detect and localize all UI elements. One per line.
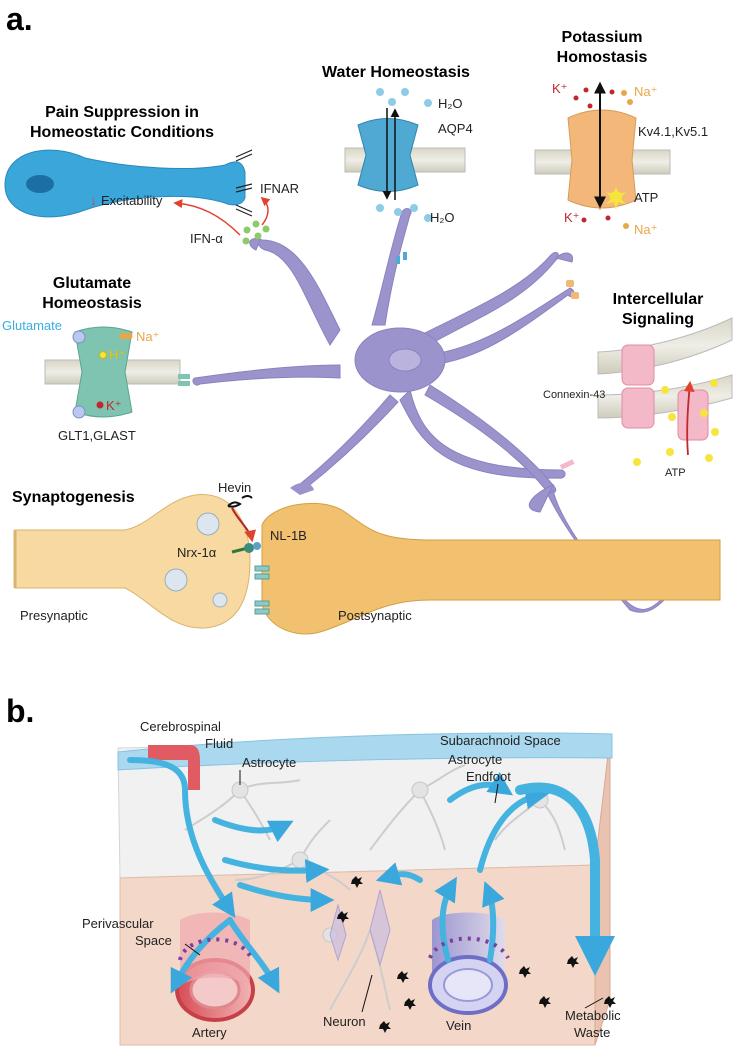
connexin-43-channel: [621, 344, 709, 441]
excitability-label: Excitability: [101, 193, 163, 208]
synapse-endfoot-marker: [290, 482, 314, 495]
neuron-cells: [329, 889, 391, 967]
glymphatic-block: Cerebrospinal Fluid Subarachnoid Space A…: [82, 719, 621, 1046]
perivascular-dashes-vein: [428, 936, 510, 960]
hevin-arrow: [231, 507, 256, 543]
postsynaptic-terminal: [261, 502, 721, 635]
potassium-homeostasis-module: Potassium Homostasis K⁺ Na⁺ Kv4.1,Kv5.1 …: [534, 29, 708, 299]
vein-vessel: [428, 912, 508, 1015]
neuron-label: Neuron: [323, 1014, 366, 1029]
potassium-title-line1: Potassium: [562, 29, 643, 46]
ifnar-binding-arrow: [260, 196, 271, 226]
potassium-k-top: K⁺: [552, 81, 568, 96]
intercellular-signaling-module: Intercellular Signaling Connexin-43 ATP: [543, 291, 733, 479]
connexin-endfoot-marker: [559, 459, 575, 470]
panel-a-label: a.: [6, 1, 33, 37]
glutamate-endfoot-marker: [178, 374, 190, 386]
potassium-channel-names: Kv4.1,Kv5.1: [638, 124, 708, 139]
csf-flow-arrows: [127, 757, 615, 994]
potassium-title-line2: Homostasis: [557, 49, 648, 66]
atp-release-arrow: [683, 380, 695, 456]
perivascular-label-line1: Perivascular: [82, 916, 154, 931]
subarachnoid-space-layer: [117, 732, 613, 771]
perivascular-label-line2: Space: [135, 933, 172, 948]
water-homeostasis-module: Water Homeostasis H₂O AQP4 H₂O: [322, 64, 473, 264]
nrx-nl-complex-icon: [231, 542, 261, 554]
intercellular-title-line2: Signaling: [622, 311, 694, 328]
atp-molecules: [633, 379, 719, 466]
aqp4-label: AQP4: [438, 121, 473, 136]
waste-label-line1: Metabolic: [565, 1008, 621, 1023]
sodium-ions: [621, 90, 633, 229]
artery-label: Artery: [192, 1025, 227, 1040]
water-molecules: [376, 88, 432, 222]
glutamate-k-label: K⁺: [106, 398, 122, 413]
presynaptic-label: Presynaptic: [20, 608, 88, 623]
glutamate-label: Glutamate: [2, 318, 62, 333]
synaptic-vesicles: [164, 512, 228, 608]
panel-b-label: b.: [6, 693, 34, 729]
pain-title-line2: Homeostatic Conditions: [30, 124, 214, 141]
synaptic-receptors: [254, 565, 270, 615]
pain-title-line1: Pain Suppression in: [45, 104, 199, 121]
ifnar-label: IFNAR: [260, 181, 299, 196]
glutamate-title-line1: Glutamate: [53, 275, 131, 292]
csf-label-line1: Cerebrospinal: [140, 719, 221, 734]
presynaptic-terminal: [14, 493, 251, 629]
water-h2o-bottom: H₂O: [430, 210, 455, 225]
excitability-arrow: [173, 199, 241, 236]
hevin-molecule-icon: [227, 495, 253, 508]
potassium-ions: [573, 87, 615, 223]
potassium-na-top: Na⁺: [634, 84, 657, 99]
potassium-k-bottom: K⁺: [564, 210, 580, 225]
glutamate-na-label: Na⁺: [136, 329, 159, 344]
endfoot-label-line2: Endfoot: [466, 769, 511, 784]
aqp4-channel: [357, 118, 419, 192]
leader-lines: [184, 770, 604, 1013]
csf-label-line2: Fluid: [205, 736, 233, 751]
synaptogenesis-title: Synaptogenesis: [12, 489, 135, 506]
synaptogenesis-module: Synaptogenesis Hevin Nrx-1α NL-1B Presyn…: [12, 480, 721, 635]
glutamate-title-line2: Homeostasis: [42, 295, 142, 312]
glutamate-h-label: H⁺: [109, 347, 125, 362]
ifn-molecules: [242, 220, 270, 245]
potassium-na-bottom: Na⁺: [634, 222, 657, 237]
potassium-atp-label: ATP: [634, 190, 658, 205]
ifn-alpha-label: IFN-α: [190, 231, 223, 246]
atp-burst-icon: [606, 186, 626, 210]
astrocyte-cell: [192, 208, 691, 613]
pain-suppression-module: Pain Suppression in Homeostatic Conditio…: [4, 104, 299, 246]
glutamate-transporter-names: GLT1,GLAST: [58, 428, 136, 443]
potassium-endfoot-markers: [566, 280, 579, 299]
csf-inflow-tube: [148, 745, 200, 790]
astrocyte-label: Astrocyte: [242, 755, 296, 770]
excitability-down-icon: ↓: [90, 193, 97, 208]
nrx-label: Nrx-1α: [177, 545, 217, 560]
sensory-neuron-nucleus: [26, 175, 54, 193]
vein-label: Vein: [446, 1018, 471, 1033]
potassium-channel: [567, 109, 637, 209]
water-h2o-top: H₂O: [438, 96, 463, 111]
hevin-label: Hevin: [218, 480, 251, 495]
sensory-neuron: [4, 149, 246, 218]
aqp4-endfoot-markers: [396, 252, 407, 264]
connexin-label: Connexin-43: [543, 389, 605, 401]
postsynaptic-label: Postsynaptic: [338, 608, 412, 623]
glutamate-homeostasis-module: Glutamate Homeostasis Glutamate Na⁺ H⁺ K…: [2, 275, 190, 443]
water-title: Water Homeostasis: [322, 64, 470, 81]
subarachnoid-label: Subarachnoid Space: [440, 733, 561, 748]
intercellular-title-line1: Intercellular: [613, 291, 704, 308]
endfoot-label-line1: Astrocyte: [448, 752, 502, 767]
metabolic-waste-particles: [337, 876, 616, 1033]
waste-label-line2: Waste: [574, 1025, 610, 1040]
intercellular-atp-label: ATP: [665, 467, 686, 479]
nl-label: NL-1B: [270, 528, 307, 543]
artery-vessel: [175, 912, 255, 1022]
ifnar-receptor-icon: [235, 149, 253, 217]
